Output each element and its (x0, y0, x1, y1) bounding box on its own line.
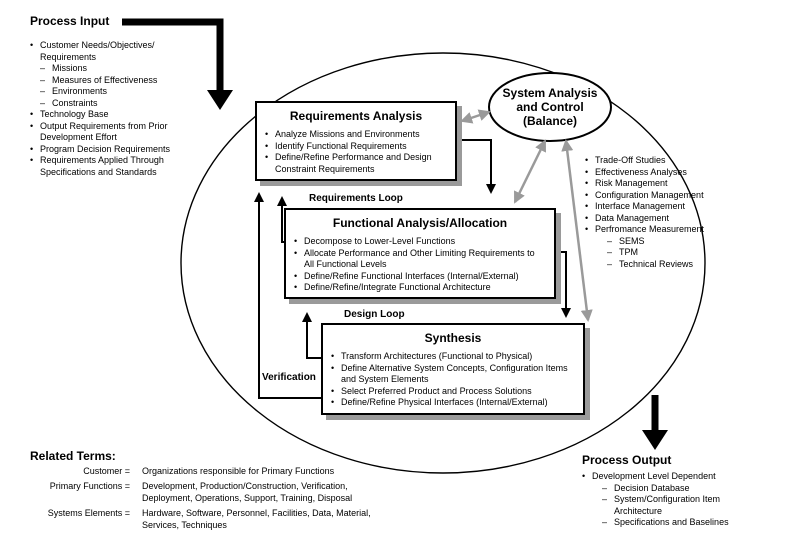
requirements-analysis-item: Define/Refine Performance and Design Con… (265, 152, 455, 175)
process-input-item: Requirements Applied Through Specificati… (30, 155, 210, 178)
functional-analysis-item: Decompose to Lower-Level Functions (294, 236, 544, 248)
term-definition-systems-elements: Hardware, Software, Personnel, Facilitie… (142, 508, 371, 530)
requirements-analysis-item: Analyze Missions and Environments (265, 129, 455, 141)
process-output-subitem: Specifications and Baselines (602, 517, 752, 529)
system-analysis-item: Configuration Management (585, 190, 755, 202)
process-output-title: Process Output (582, 453, 672, 467)
process-input-title: Process Input (30, 14, 110, 28)
term-definition-customer: Organizations responsible for Primary Fu… (142, 466, 335, 476)
process-input-subitem: Missions (40, 63, 210, 75)
term-name-customer: Customer = (83, 466, 130, 476)
functional-analysis-item: Allocate Performance and Other Limiting … (294, 248, 544, 271)
system-analysis-item: Perfromance Measurement (585, 224, 755, 236)
process-input-item: Technology Base (30, 109, 210, 121)
synthesis-title: Synthesis (424, 331, 482, 345)
process-output-list: Development Level Dependent Decision Dat… (582, 471, 762, 529)
req-to-func-connector (456, 139, 496, 194)
synthesis-item: Define/Refine Physical Interfaces (Inter… (331, 397, 571, 409)
process-input-item: Output Requirements from Prior Developme… (30, 121, 210, 144)
system-analysis-item: Interface Management (585, 201, 755, 213)
requirements-analysis-item: Identify Functional Requirements (265, 141, 455, 153)
func-to-synth-connector (556, 251, 571, 318)
term-name-systems-elements: Systems Elements = (47, 508, 130, 518)
process-input-subitem: Constraints (40, 98, 210, 110)
process-input-arrowhead (207, 90, 233, 110)
verification-connector (254, 192, 321, 399)
synthesis-item: Define Alternative System Concepts, Conf… (331, 363, 571, 386)
system-analysis-title: System Analysis and Control (Balance) (502, 86, 598, 128)
design-loop-connector (302, 312, 321, 359)
process-output-item: Development Level Dependent (582, 471, 762, 483)
system-analysis-item: Risk Management (585, 178, 755, 190)
process-input-item: Program Decision Requirements (30, 144, 210, 156)
functional-analysis-title: Functional Analysis/Allocation (332, 216, 508, 230)
requirements-analysis-title: Requirements Analysis (289, 109, 423, 123)
system-analysis-subitem: TPM (607, 247, 755, 259)
verification-label: Verification (262, 372, 316, 383)
synthesis-item: Transform Architectures (Functional to P… (331, 351, 571, 363)
system-analysis-subitem: Technical Reviews (607, 259, 755, 271)
process-input-item: Customer Needs/Objectives/ Requirements … (30, 40, 210, 109)
term-definition-primary-functions: Development, Production/Construction, Ve… (142, 481, 353, 503)
requirements-loop-label: Requirements Loop (309, 193, 403, 204)
control-arrow-synthesis (561, 139, 593, 322)
system-analysis-item: Effectiveness Analyses (585, 167, 755, 179)
control-arrow-requirements (460, 109, 491, 124)
process-input-list: Customer Needs/Objectives/ Requirements … (30, 40, 210, 178)
design-loop-label: Design Loop (344, 309, 405, 320)
term-name-primary-functions: Primary Functions = (49, 481, 130, 491)
synthesis-item: Select Preferred Product and Process Sol… (331, 386, 571, 398)
process-output-subitem: Decision Database (602, 483, 752, 495)
related-terms-title: Related Terms: (30, 449, 116, 463)
functional-analysis-box: Functional Analysis/Allocation Decompose… (284, 208, 556, 299)
system-analysis-subitem: SEMS (607, 236, 755, 248)
requirements-analysis-box: Requirements Analysis Analyze Missions a… (255, 101, 457, 181)
process-input-arrow (122, 18, 224, 92)
system-analysis-item: Trade-Off Studies (585, 155, 755, 167)
process-input-subitem: Environments (40, 86, 210, 98)
functional-analysis-item: Define/Refine/Integrate Functional Archi… (294, 282, 544, 294)
related-terms-list: Customer = Organizations responsible for… (0, 466, 440, 536)
control-arrow-functional (513, 139, 547, 204)
functional-analysis-item: Define/Refine Functional Interfaces (Int… (294, 271, 544, 283)
system-analysis-item: Data Management (585, 213, 755, 225)
system-analysis-list: Trade-Off Studies Effectiveness Analyses… (585, 155, 755, 270)
process-input-subitem: Measures of Effectiveness (40, 75, 210, 87)
requirements-loop-connector (277, 196, 287, 243)
process-output-arrowhead (642, 430, 668, 450)
process-output-subitem: System/Configuration Item Architecture (602, 494, 752, 517)
system-analysis-ellipse (488, 72, 612, 142)
synthesis-box: Synthesis Transform Architectures (Funct… (321, 323, 585, 415)
